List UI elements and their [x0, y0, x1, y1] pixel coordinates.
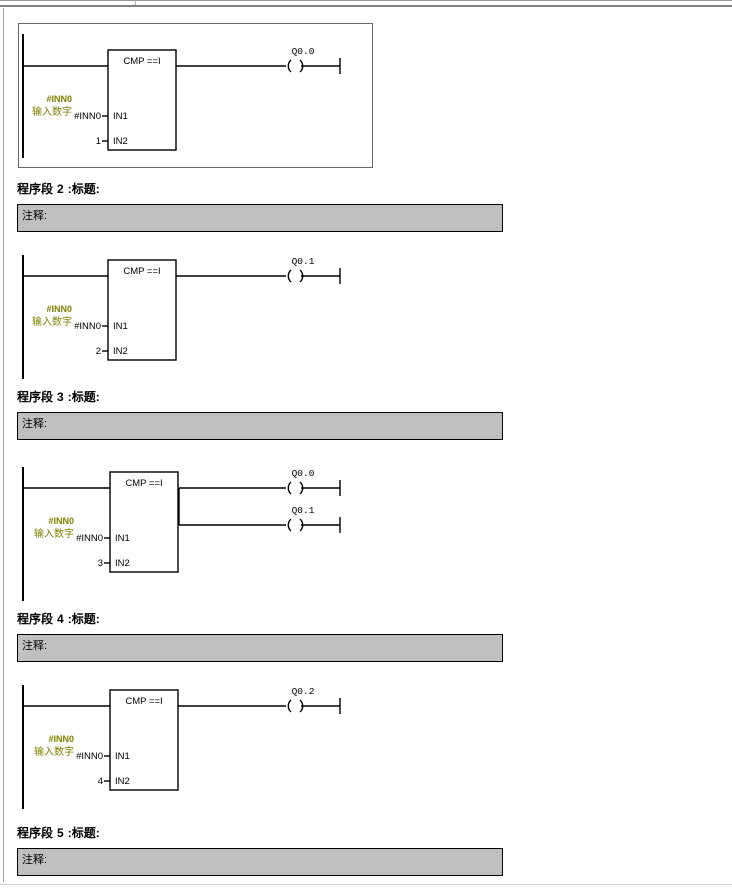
cmp-in1-pin: IN1: [113, 111, 128, 122]
network-4-rung[interactable]: CMP ==I #INN0 输入数字 #INN0 IN1 4 IN2 Q0.2: [0, 681, 420, 816]
ladder-svg-4: CMP ==I #INN0 输入数字 #INN0 IN1 4 IN2 Q0.2: [22, 685, 341, 809]
cmp-symbol-label: #INN0: [48, 516, 74, 526]
cmp-symbol-comment: 输入数字: [34, 745, 74, 758]
ladder-svg-3: CMP ==I #INN0 输入数字 #INN0 IN1 3 IN2 Q0.0: [22, 467, 341, 601]
chrome-tab-separator: [135, 0, 136, 5]
network-3-colon: :: [67, 390, 72, 404]
cmp-in2-operand: 1: [96, 136, 101, 147]
cmp-in1-pin: IN1: [115, 751, 130, 762]
cmp-box-title: CMP ==I: [123, 56, 160, 67]
cmp-in1-pin: IN1: [113, 321, 128, 332]
coil-1-left-arc: [287, 481, 292, 495]
network-5-title-label: 标题:: [71, 826, 100, 840]
network-3-comment-box[interactable]: 注释:: [17, 412, 503, 440]
network-3-title-label: 标题:: [71, 390, 100, 404]
coil-left-arc: [287, 269, 292, 283]
cmp-in1-operand: #INN0: [76, 533, 103, 544]
cmp-symbol-comment: 输入数字: [34, 527, 74, 540]
cmp-box-title: CMP ==I: [125, 478, 162, 489]
cmp-in2-pin: IN2: [115, 776, 130, 787]
cmp-box: [107, 49, 177, 151]
cmp-symbol-label: #INN0: [46, 94, 72, 104]
network-2-comment-label: 注释:: [22, 210, 48, 222]
network-4-comment-label: 注释:: [22, 640, 48, 652]
network-3-rung[interactable]: CMP ==I #INN0 输入数字 #INN0 IN1 3 IN2 Q0.0: [0, 463, 420, 608]
network-2-comment-box[interactable]: 注释:: [17, 204, 503, 232]
network-4-segment-word: 程序段: [17, 612, 54, 626]
cmp-symbol-comment: 输入数字: [32, 315, 72, 328]
cmp-in1-operand: #INN0: [74, 111, 101, 122]
ladder-document-page[interactable]: CMP ==I #INN0 输入数字 #INN0 IN1 1 IN2 Q0.0: [0, 8, 732, 892]
chrome-divider-top: [0, 0, 732, 1]
cmp-symbol-comment: 输入数字: [32, 105, 72, 118]
cmp-in1-operand: #INN0: [76, 751, 103, 762]
cmp-in1-operand: #INN0: [74, 321, 101, 332]
network-2-segment-word: 程序段: [17, 182, 54, 196]
network-4-title-label: 标题:: [71, 612, 100, 626]
network-5-segment-word: 程序段: [17, 826, 54, 840]
chrome-divider-bottom: [0, 5, 732, 7]
page-left-margin-rule: [3, 8, 4, 882]
network-2-rung[interactable]: CMP ==I #INN0 输入数字 #INN0 IN1 2 IN2 Q0.1: [0, 251, 420, 386]
cmp-symbol-label: #INN0: [46, 304, 72, 314]
cmp-in2-pin: IN2: [113, 136, 128, 147]
coil-2-left-arc: [287, 518, 292, 532]
network-5-comment-label: 注释:: [22, 854, 48, 866]
coil-left-arc: [287, 699, 292, 713]
network-5-number: 5: [57, 826, 64, 840]
page-bottom-margin-rule: [0, 884, 732, 885]
coil-operand: Q0.1: [292, 256, 315, 267]
network-3-segment-word: 程序段: [17, 390, 54, 404]
cmp-in2-pin: IN2: [113, 346, 128, 357]
coil-operand: Q0.0: [292, 46, 315, 57]
cmp-box-title: CMP ==I: [123, 266, 160, 277]
network-2-title-label: 标题:: [71, 182, 100, 196]
cmp-box: [109, 689, 179, 791]
ladder-svg-2: CMP ==I #INN0 输入数字 #INN0 IN1 2 IN2 Q0.1: [22, 255, 341, 379]
cmp-box-title: CMP ==I: [125, 696, 162, 707]
network-5-colon: :: [67, 826, 72, 840]
coil-operand: Q0.2: [292, 686, 315, 697]
cmp-in2-operand: 2: [96, 346, 101, 357]
network-2-colon: :: [67, 182, 72, 196]
network-3-number: 3: [57, 390, 64, 404]
ladder-svg-1: CMP ==I #INN0 输入数字 #INN0 IN1 1 IN2 Q0.0: [22, 34, 341, 158]
coil-operand-1: Q0.0: [292, 468, 315, 479]
cmp-box: [107, 259, 177, 361]
network-4-colon: :: [67, 612, 72, 626]
network-5-comment-box[interactable]: 注释:: [17, 848, 503, 876]
cmp-box: [109, 471, 179, 573]
cmp-in1-pin: IN1: [115, 533, 130, 544]
network-3-comment-label: 注释:: [22, 418, 48, 430]
network-4-number: 4: [57, 612, 64, 626]
network-2-number: 2: [57, 182, 64, 196]
network-4-comment-box[interactable]: 注释:: [17, 634, 503, 662]
cmp-in2-operand: 4: [98, 776, 103, 787]
cmp-in2-operand: 3: [98, 558, 103, 569]
cmp-in2-pin: IN2: [115, 558, 130, 569]
coil-left-arc: [287, 59, 292, 73]
window-chrome-strip: [0, 0, 732, 8]
network-1-rung[interactable]: CMP ==I #INN0 输入数字 #INN0 IN1 1 IN2 Q0.0: [0, 26, 420, 166]
coil-operand-2: Q0.1: [292, 505, 315, 516]
cmp-symbol-label: #INN0: [48, 734, 74, 744]
